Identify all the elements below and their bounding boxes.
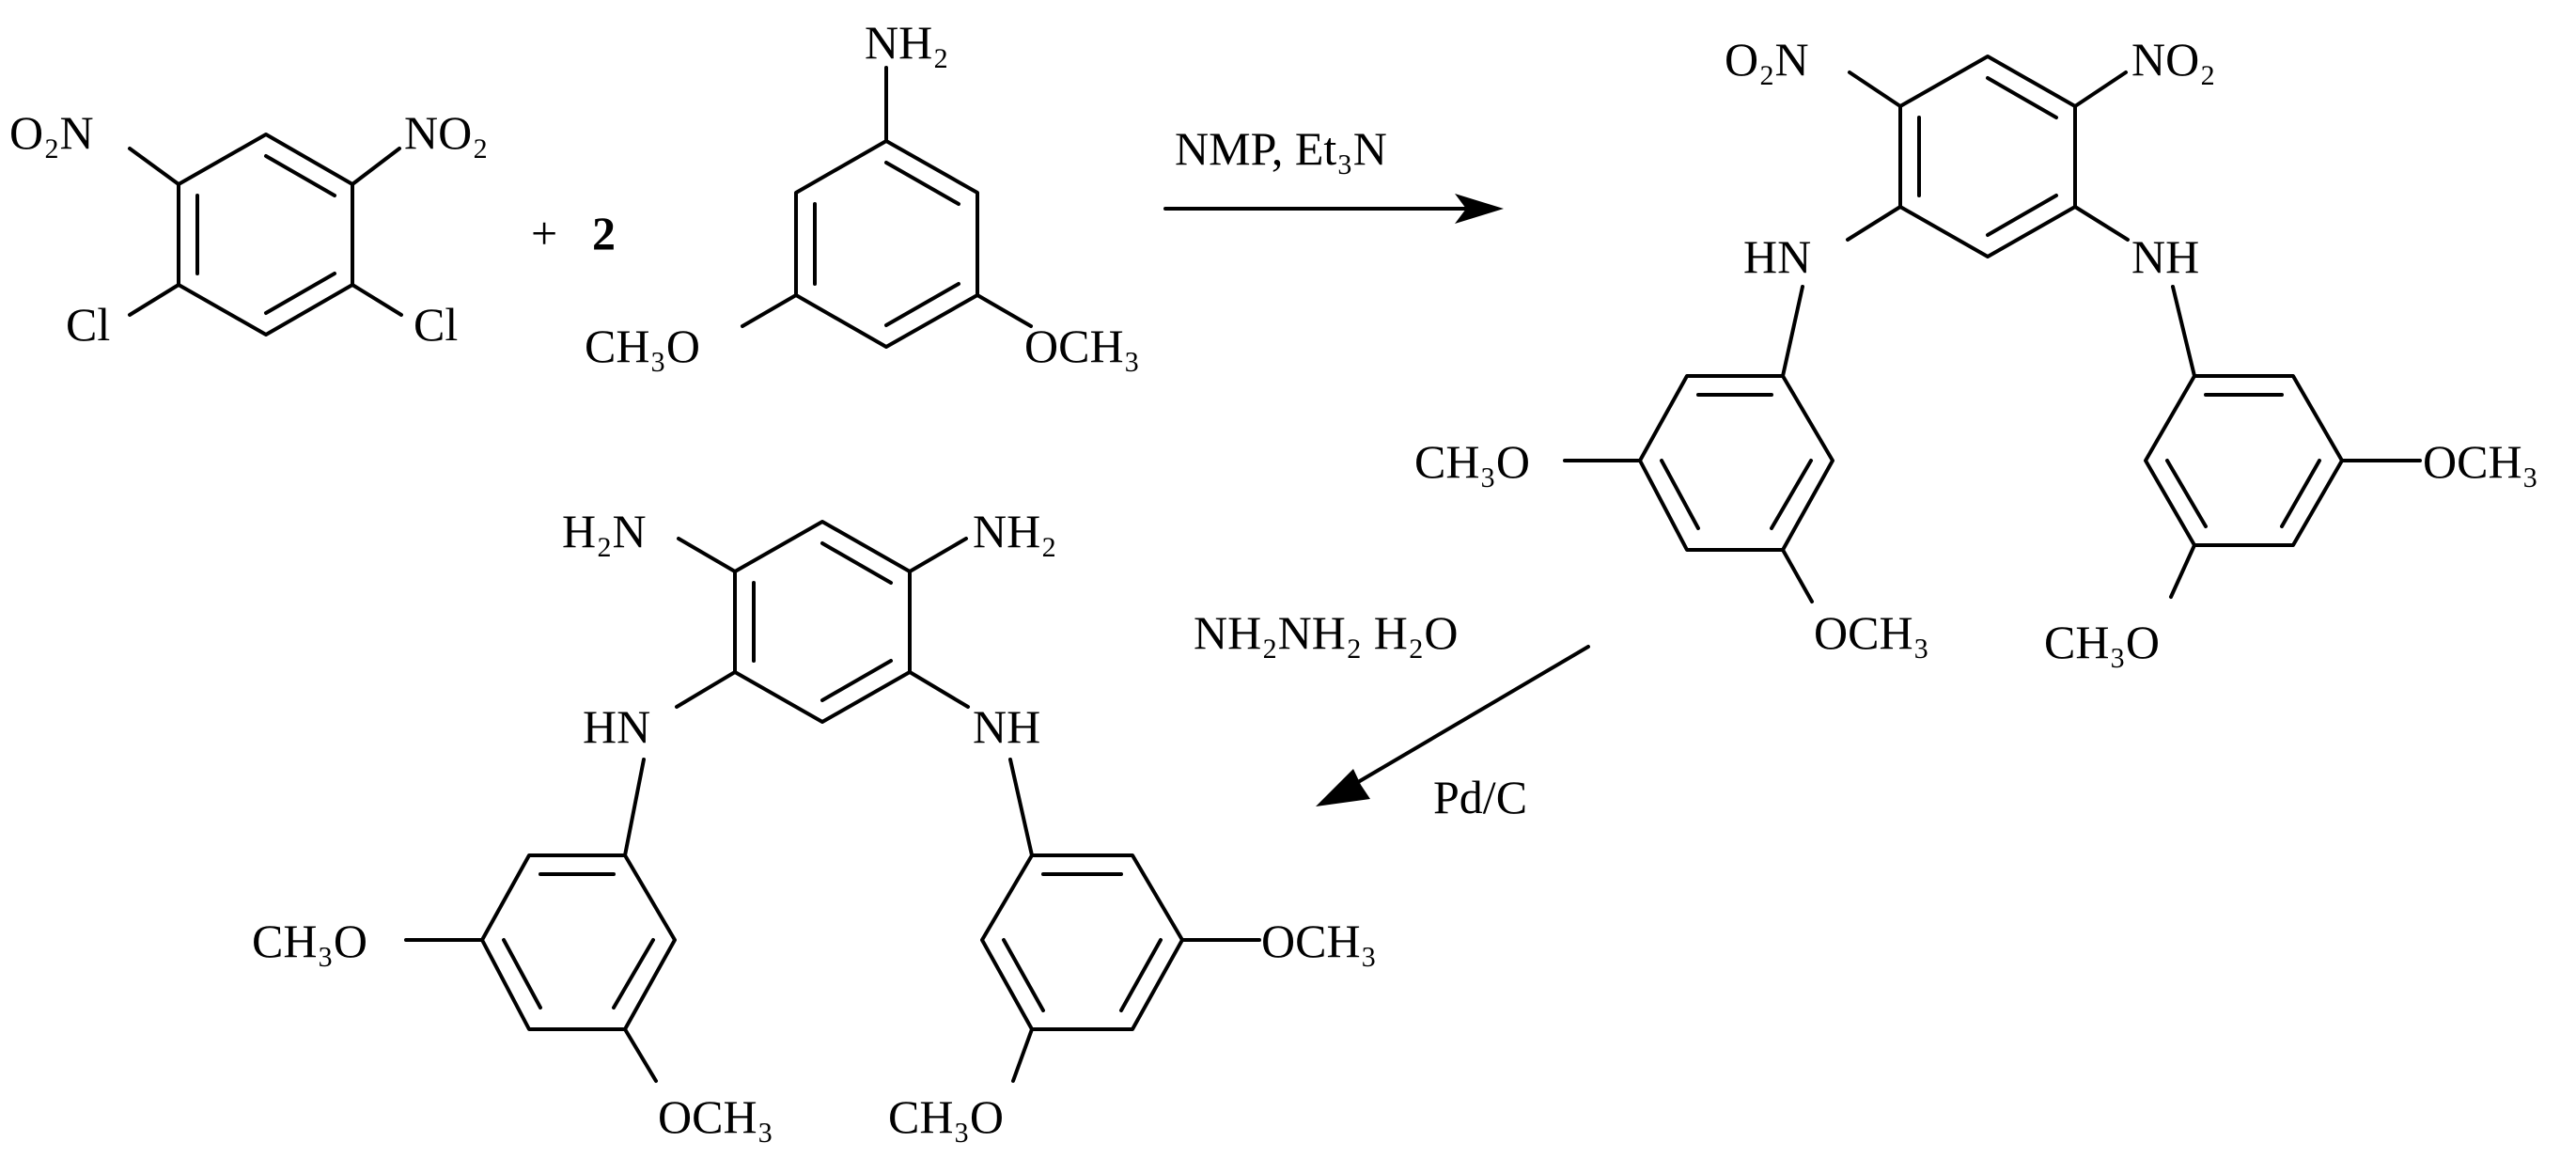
methoxy-group-label: CH₃O (585, 320, 700, 372)
bond (675, 670, 737, 709)
bond (2073, 205, 2130, 242)
double-bond (264, 154, 336, 197)
bond (908, 670, 970, 709)
bond (1846, 205, 1902, 242)
bond (741, 293, 798, 328)
benzene-ring (1638, 374, 1834, 552)
bond (677, 537, 737, 573)
double-bond (1986, 76, 2058, 119)
bond (908, 537, 968, 573)
nitro-group-label: NO₂ (404, 106, 489, 159)
benzene-ring (733, 520, 912, 724)
stoichiometric-coefficient: 2 (592, 207, 616, 259)
arrow-shaft (1351, 645, 1590, 787)
nitro-group-label: NO₂ (2131, 33, 2216, 86)
bond (1781, 285, 1804, 378)
bond (2169, 543, 2196, 599)
bond (128, 147, 180, 186)
reactant-dimethoxyaniline: NH₂ CH₃O OCH₃ (585, 16, 1140, 372)
amino-group-label: H₂N (562, 505, 647, 557)
double-bond (1986, 194, 2058, 237)
double-bond (502, 938, 542, 1010)
bond (128, 283, 180, 317)
benzene-ring (1898, 55, 2077, 258)
bond (2073, 70, 2128, 108)
arrowhead (1316, 769, 1370, 806)
amine-label: NH (973, 700, 1040, 753)
amino-group-label: NH₂ (865, 16, 949, 69)
double-bond (884, 282, 960, 327)
bond (351, 283, 403, 317)
double-bond (884, 161, 960, 206)
reaction-arrow-step1: NMP, Et₃N (1163, 122, 1504, 224)
bond (976, 293, 1033, 328)
bond (2171, 285, 2196, 378)
plus-sign: + (531, 207, 557, 259)
double-bond (1002, 938, 1045, 1012)
reaction-arrow-step2: NH₂NH₂ H₂O Pd/C (1194, 606, 1590, 823)
arrowhead (1455, 194, 1504, 224)
bond (1848, 70, 1902, 108)
methoxy-group-label: CH₃O (888, 1090, 1004, 1143)
double-bond (612, 938, 655, 1010)
double-bond (264, 272, 336, 315)
benzene-ring (177, 133, 354, 337)
bond (351, 147, 401, 186)
product-diamine: H₂N NH₂ HN NH CH₃O OCH₃ OCH₃ CH₃O (252, 505, 1377, 1143)
nitro-group-label: O₂N (1725, 33, 1809, 86)
double-bond (1119, 938, 1163, 1012)
intermediate-dinitro-compound: O₂N NO₂ HN NH CH₃O OCH₃ OCH₃ CH₃O (1414, 33, 2538, 668)
benzene-ring (480, 853, 677, 1031)
methoxy-group-label: OCH₃ (1814, 606, 1929, 659)
benzene-ring (980, 853, 1184, 1031)
double-bond (820, 541, 893, 585)
amine-label: HN (583, 700, 650, 753)
double-bond (1770, 459, 1813, 530)
double-bond (2280, 459, 2321, 528)
reactant-dichlorodinitrobenzene: O₂N NO₂ Cl Cl (9, 106, 489, 351)
methoxy-group-label: CH₃O (1414, 435, 1530, 488)
bond (623, 1027, 658, 1083)
double-bond (820, 659, 893, 702)
bond (1008, 758, 1034, 857)
methoxy-group-label: OCH₃ (1024, 320, 1140, 372)
reagent-label: NMP, Et₃N (1175, 122, 1387, 175)
double-bond (2165, 459, 2208, 528)
bond (623, 758, 646, 857)
bond (1781, 548, 1814, 603)
chloro-label: Cl (66, 298, 110, 351)
methoxy-group-label: OCH₃ (2423, 435, 2538, 488)
methoxy-group-label: CH₃O (252, 915, 367, 967)
methoxy-group-label: CH₃O (2044, 616, 2160, 668)
bond (1011, 1027, 1034, 1083)
chloro-label: Cl (414, 298, 458, 351)
benzene-ring (794, 139, 979, 349)
amino-group-label: NH₂ (973, 505, 1057, 557)
amine-label: HN (1743, 230, 1811, 283)
methoxy-group-label: OCH₃ (1261, 915, 1377, 967)
benzene-ring (2144, 374, 2344, 547)
reagent-label: NH₂NH₂ H₂O (1194, 606, 1458, 659)
methoxy-group-label: OCH₃ (658, 1090, 773, 1143)
amine-label: NH (2131, 230, 2199, 283)
catalyst-label: Pd/C (1433, 771, 1527, 823)
nitro-group-label: O₂N (9, 106, 94, 159)
double-bond (1660, 459, 1700, 530)
